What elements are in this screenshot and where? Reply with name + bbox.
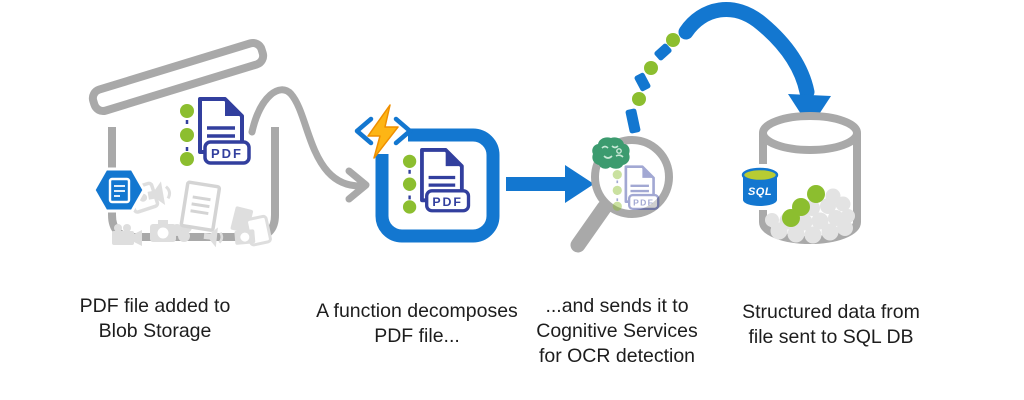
pdf-badge-label: PDF <box>633 198 654 208</box>
speaker-icon <box>147 181 172 206</box>
magnifier-handle-icon <box>570 200 612 253</box>
magnifier-lens-icon <box>591 136 673 218</box>
sql-db-group: SQL <box>739 112 861 244</box>
document-icon <box>179 180 222 232</box>
green-data-ball <box>782 209 800 227</box>
code-bracket-left-icon <box>354 116 374 146</box>
transfer-curve-arrow <box>248 86 370 203</box>
lightning-bolt-icon <box>367 104 399 159</box>
blob-storage-icon <box>92 167 146 213</box>
cognitive-services-group: PDF <box>570 136 673 253</box>
ocr-flow-dashed-arc <box>625 33 680 134</box>
sql-database-icon: SQL <box>739 164 781 210</box>
speaker-icon <box>203 227 224 248</box>
storage-container-icon <box>108 127 279 241</box>
pdf-file-icon: PDF <box>180 97 251 166</box>
caption-step4: Structured data from file sent to SQL DB <box>742 301 920 348</box>
caption-step2: A function decomposes PDF file... <box>316 300 518 347</box>
sql-label: SQL <box>748 186 772 198</box>
code-bracket-right-icon <box>393 116 413 146</box>
flow-arrow <box>506 165 594 203</box>
pdf-badge-label: PDF <box>211 146 243 161</box>
camera-icon <box>150 220 176 242</box>
arrowhead <box>345 167 370 203</box>
caption-step3: ...and sends it to Cognitive Services fo… <box>536 295 698 367</box>
azure-functions-icon <box>354 104 413 159</box>
ocr-flow-solid-arc <box>678 2 831 128</box>
data-balls <box>765 185 855 244</box>
camera-icon <box>234 229 256 245</box>
blob-storage-group: PDF <box>88 38 279 248</box>
green-data-ball <box>807 185 825 203</box>
pdf-file-icon: PDF <box>612 165 660 211</box>
function-frame <box>375 128 500 243</box>
pdf-badge-label: PDF <box>432 195 462 209</box>
video-camera-icon <box>112 224 142 246</box>
caption-step1: PDF file added to Blob Storage <box>79 295 231 342</box>
function-group: PDF <box>354 104 500 243</box>
pdf-file-icon: PDF <box>402 148 471 214</box>
brain-icon <box>592 137 630 169</box>
container-lid-icon <box>88 38 268 116</box>
arrowhead <box>788 94 831 128</box>
